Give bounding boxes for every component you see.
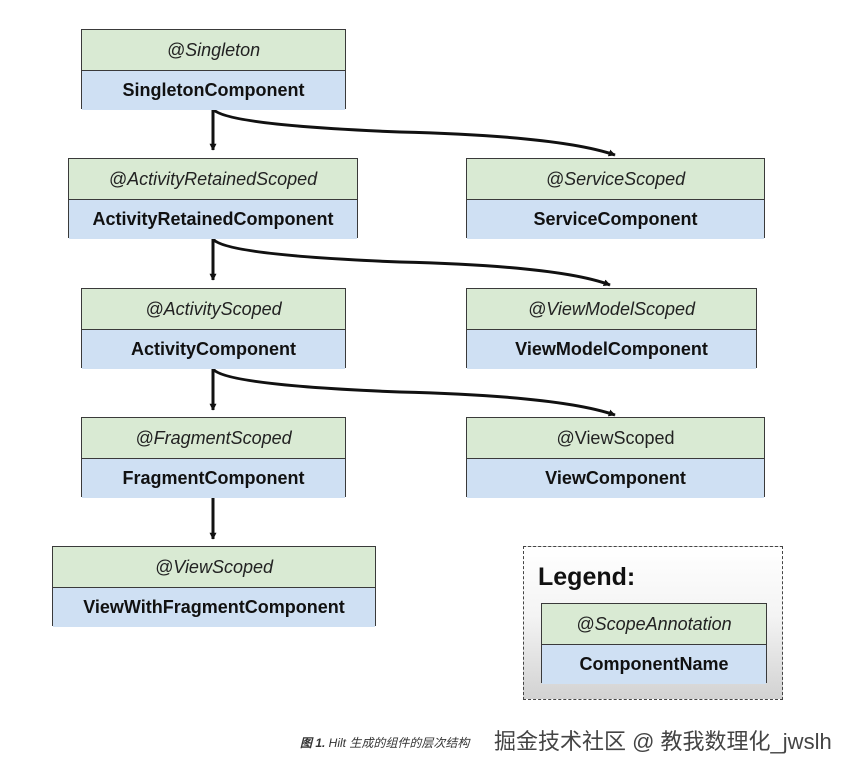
node-view-with-fragment: @ViewScoped ViewWithFragmentComponent [52, 546, 376, 627]
scope-annotation: @Singleton [82, 30, 345, 71]
node-activity: @ActivityScoped ActivityComponent [81, 288, 346, 369]
scope-annotation: @ViewScoped [467, 418, 764, 459]
scope-annotation: @ServiceScoped [467, 159, 764, 200]
scope-annotation: @ScopeAnnotation [542, 604, 766, 645]
scope-annotation: @ViewModelScoped [467, 289, 756, 330]
arrow-singleton-to-service [211, 107, 616, 157]
component-name: ViewComponent [467, 459, 764, 498]
component-name: FragmentComponent [82, 459, 345, 498]
figure-number: 图 1. [300, 736, 326, 750]
component-name: ActivityComponent [82, 330, 345, 369]
node-view: @ViewScoped ViewComponent [466, 417, 765, 498]
arrow-activity-retained-to-view-model [211, 237, 611, 287]
component-name: SingletonComponent [82, 71, 345, 110]
component-name: ServiceComponent [467, 200, 764, 239]
node-view-model: @ViewModelScoped ViewModelComponent [466, 288, 757, 369]
scope-annotation: @ActivityRetainedScoped [69, 159, 357, 200]
legend-title: Legend: [538, 563, 636, 591]
arrow-activity-to-view [211, 367, 616, 417]
node-activity-retained: @ActivityRetainedScoped ActivityRetained… [68, 158, 358, 239]
component-name: ViewModelComponent [467, 330, 756, 369]
scope-annotation: @FragmentScoped [82, 418, 345, 459]
scope-annotation: @ViewScoped [53, 547, 375, 588]
watermark-text: 掘金技术社区 @ 教我数理化_jwslh [494, 729, 832, 754]
figure-caption: 图 1. Hilt 生成的组件的层次结构 [300, 734, 469, 751]
node-service: @ServiceScoped ServiceComponent [466, 158, 765, 239]
legend-node: @ScopeAnnotation ComponentName [541, 603, 767, 684]
component-name: ViewWithFragmentComponent [53, 588, 375, 627]
node-fragment: @FragmentScoped FragmentComponent [81, 417, 346, 498]
caption-text: Hilt 生成的组件的层次结构 [325, 736, 470, 750]
node-singleton: @Singleton SingletonComponent [81, 29, 346, 110]
legend-box: Legend: @ScopeAnnotation ComponentName [523, 546, 783, 700]
scope-annotation: @ActivityScoped [82, 289, 345, 330]
component-name: ComponentName [542, 645, 766, 684]
component-name: ActivityRetainedComponent [69, 200, 357, 239]
